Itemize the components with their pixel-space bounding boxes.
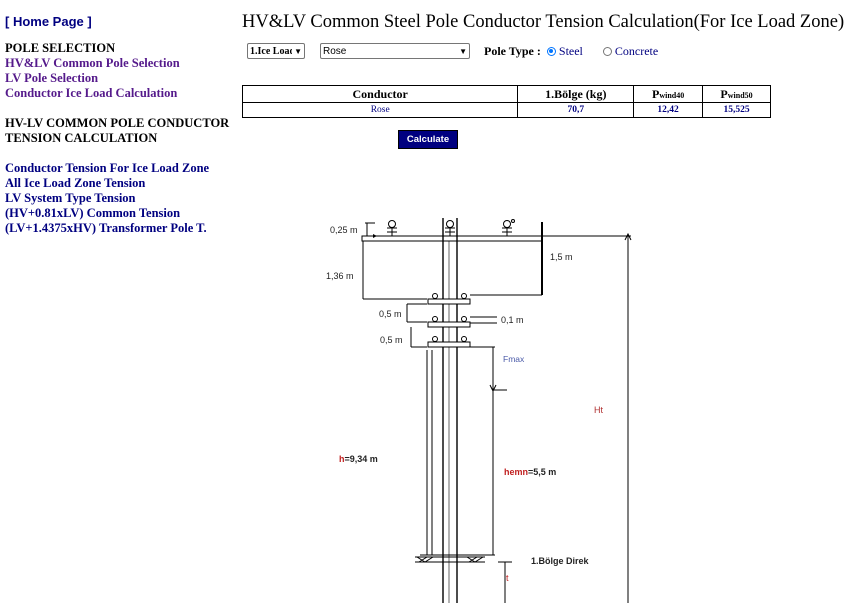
pole-selection-title: POLE SELECTION xyxy=(5,41,116,55)
conductor-select[interactable]: Rose ▼ xyxy=(320,43,470,59)
header-pwind50: Pwind50 xyxy=(702,85,771,103)
home-page-link[interactable]: [ Home Page ] xyxy=(5,14,92,29)
pole-type-concrete-radio[interactable]: Concrete xyxy=(602,43,659,59)
pwind40-sub: wind40 xyxy=(659,90,685,100)
nav-hv-lv-common[interactable]: (HV+0.81xLV) Common Tension xyxy=(5,206,181,220)
pwind40-main: P xyxy=(651,86,660,101)
top-crossarm xyxy=(361,235,543,242)
dim-05b: 0,5 m xyxy=(380,335,403,345)
pwind50-sub: wind50 xyxy=(727,90,753,100)
radio-unselected-icon xyxy=(602,46,612,56)
home-link-wrap: [ Home Page ] xyxy=(5,14,235,29)
tension-calc-title-line1: HV-LV COMMON POLE CONDUCTOR xyxy=(5,116,230,130)
nav-lv-pole-selection[interactable]: LV Pole Selection xyxy=(5,71,99,85)
sidebar: [ Home Page ] POLE SELECTION HV&LV Commo… xyxy=(5,14,235,236)
nav-conductor-ice-load[interactable]: Conductor Ice Load Calculation xyxy=(5,86,178,100)
cell-bolge: 70,7 xyxy=(517,102,635,118)
chevron-down-icon: ▼ xyxy=(459,46,467,56)
hemn-value: =5,5 m xyxy=(528,467,556,477)
h-label: h=9,34 m xyxy=(339,454,378,464)
steel-label: Steel xyxy=(558,43,583,58)
nav-transformer-pole[interactable]: (LV+1.4375xHV) Transformer Pole T. xyxy=(5,221,207,235)
header-bolge: 1.Bölge (kg) xyxy=(517,85,635,103)
pole-zone-label: 1.Bölge Direk xyxy=(531,556,590,566)
calculate-button[interactable]: Calculate xyxy=(398,130,458,149)
nav-lv-system-type[interactable]: LV System Type Tension xyxy=(5,191,136,205)
header-conductor: Conductor xyxy=(241,85,519,103)
nav-ice-load-zone-tension[interactable]: Conductor Tension For Ice Load Zone xyxy=(5,161,210,175)
cell-pwind50: 15,525 xyxy=(702,102,771,118)
cell-conductor: Rose xyxy=(241,102,519,118)
insulator-icons xyxy=(387,219,515,236)
tension-calc-title-line2: TENSION CALCULATION xyxy=(5,131,158,145)
dim-136: 1,36 m xyxy=(326,271,354,281)
controls-bar: 1.Ice Load Zone ▼ Rose ▼ Pole Type : Ste… xyxy=(247,42,658,60)
header-pwind40: Pwind40 xyxy=(633,85,704,103)
table-header-row: Conductor 1.Bölge (kg) Pwind40 Pwind50 xyxy=(241,85,771,103)
h-prefix: h xyxy=(339,454,345,464)
hemn-prefix: hemn xyxy=(504,467,528,477)
ht-label: Ht xyxy=(594,405,603,415)
fmax-label: Fmax xyxy=(503,354,525,364)
pole-type-steel-radio[interactable]: Steel xyxy=(546,43,583,59)
nav-common-pole-selection[interactable]: HV&LV Common Pole Selection xyxy=(5,56,180,70)
nav-all-ice-load-zone[interactable]: All Ice Load Zone Tension xyxy=(5,176,146,190)
h-value: =9,34 m xyxy=(345,454,378,464)
pole-diagram: 0,25 m 1,36 m 1,5 m 0,5 m 0,5 m 0,1 m Fm… xyxy=(326,218,632,603)
hemn-label: hemn=5,5 m xyxy=(504,467,556,477)
dim-025: 0,25 m xyxy=(330,225,358,235)
tension-links: Conductor Tension For Ice Load Zone All … xyxy=(5,161,235,236)
tension-calc-title: HV-LV COMMON POLE CONDUCTOR TENSION CALC… xyxy=(5,116,235,146)
dim-05a: 0,5 m xyxy=(379,309,402,319)
chevron-down-icon: ▼ xyxy=(294,46,302,56)
table-row: Rose 70,7 12,42 15,525 xyxy=(241,102,771,118)
dim-01: 0,1 m xyxy=(501,315,524,325)
radio-selected-icon xyxy=(546,46,556,56)
concrete-label: Concrete xyxy=(614,43,659,58)
pole-type-label: Pole Type : xyxy=(484,43,541,58)
cell-pwind40: 12,42 xyxy=(633,102,704,118)
conductor-value: Rose xyxy=(323,45,347,57)
ice-zone-select[interactable]: 1.Ice Load Zone ▼ xyxy=(247,43,305,59)
pwind50-main: P xyxy=(720,86,728,101)
ice-zone-value: 1.Ice Load Zone xyxy=(250,45,292,57)
t-label: t xyxy=(506,573,509,583)
results-table: Conductor 1.Bölge (kg) Pwind40 Pwind50 R… xyxy=(241,85,771,118)
page-title: HV&LV Common Steel Pole Conductor Tensio… xyxy=(242,12,845,32)
dim-15: 1,5 m xyxy=(550,252,573,262)
